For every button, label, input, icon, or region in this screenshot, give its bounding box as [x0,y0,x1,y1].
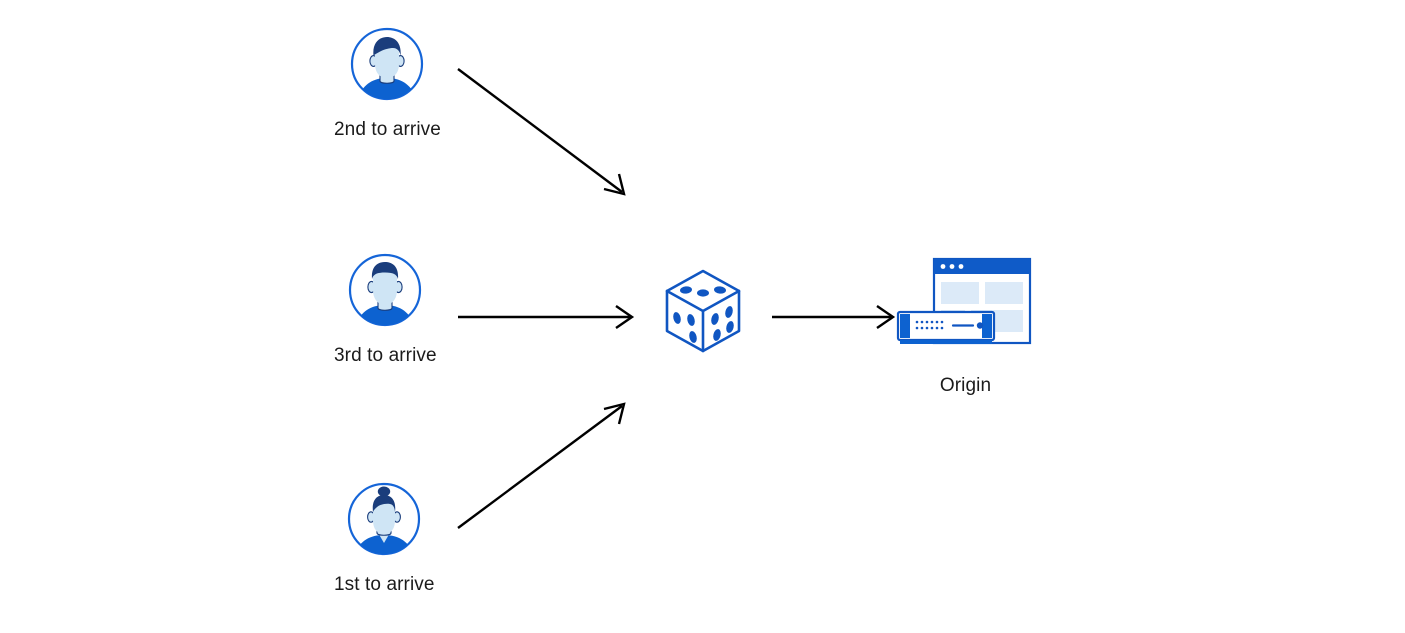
server-device-shape [896,310,996,344]
origin-server-icon [893,255,1038,360]
node-user-top: 2nd to arrive [334,26,441,139]
user-avatar-icon [346,481,422,557]
arrow-user-bottom-to-dice [457,402,626,529]
node-label-user-top: 2nd to arrive [334,119,441,140]
node-label-user-middle: 3rd to arrive [334,345,437,366]
arrow-user-middle-to-dice [458,305,635,329]
arrow-dice-to-origin [772,305,896,329]
node-label-user-bottom: 1st to arrive [334,574,435,595]
user-avatar-icon [349,26,425,102]
node-user-bottom: 1st to arrive [334,481,435,594]
node-user-middle: 3rd to arrive [334,252,437,365]
node-dice [660,265,746,355]
arrow-user-top-to-dice [457,68,626,196]
user-avatar-icon [347,252,423,328]
node-label-origin: Origin [939,375,992,396]
dice-icon [660,265,746,355]
node-origin: Origin [893,255,1038,395]
